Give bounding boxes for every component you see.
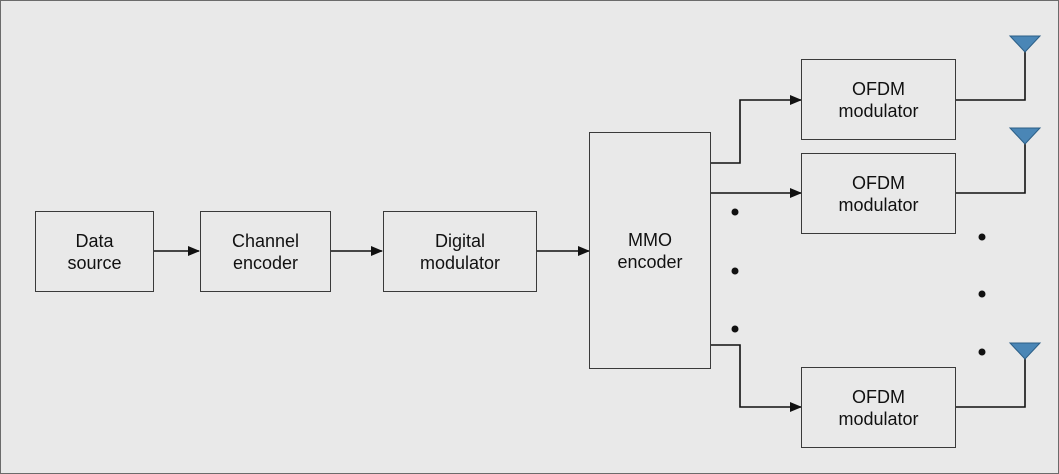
ellipsis-dot	[731, 267, 739, 275]
ofdm-modulator-n-line2: modulator	[838, 408, 919, 429]
channel-encoder-line2: encoder	[232, 252, 299, 273]
ofdm-modulator-1-line1: OFDM	[852, 78, 905, 99]
ellipsis-dot	[731, 325, 739, 333]
wire-ofdm-n-to-antenna	[956, 358, 1026, 408]
wire-ofdm-2-to-antenna	[956, 143, 1026, 194]
ellipsis-dot	[731, 208, 739, 216]
digital-modulator-line2: modulator	[419, 252, 501, 273]
arrow-mimo-to-ofdm-1	[711, 95, 802, 164]
ofdm-modulator-n-line1: OFDM	[852, 386, 905, 407]
data-source-block: Data source	[35, 211, 154, 292]
mimo-encoder-block: MMO encoder	[589, 132, 711, 369]
antenna-icon	[1008, 35, 1042, 53]
digital-modulator-line1: Digital	[434, 230, 486, 251]
mimo-encoder-line1: MMO	[628, 229, 672, 250]
ofdm-modulator-2-line2: modulator	[838, 194, 919, 215]
antenna-icon	[1008, 127, 1042, 145]
data-source-line2: source	[67, 252, 122, 273]
wire-ofdm-1-to-antenna	[956, 51, 1026, 101]
ofdm-modulator-n-block: OFDM modulator	[801, 367, 956, 448]
ofdm-modulator-1-line2: modulator	[838, 100, 919, 121]
ellipsis-dot	[978, 290, 986, 298]
ofdm-modulator-2-line1: OFDM	[852, 172, 905, 193]
ofdm-modulator-1-block: OFDM modulator	[801, 59, 956, 140]
data-source-line1: Data	[75, 230, 114, 251]
channel-encoder-line1: Channel	[231, 230, 300, 251]
digital-modulator-block: Digital modulator	[383, 211, 537, 292]
ellipsis-dot	[978, 233, 986, 241]
channel-encoder-block: Channel encoder	[200, 211, 331, 292]
mimo-encoder-line2: encoder	[617, 251, 683, 272]
arrow-mimo-to-ofdm-n	[711, 344, 802, 412]
antenna-icon	[1008, 342, 1042, 360]
ofdm-modulator-2-block: OFDM modulator	[801, 153, 956, 234]
ellipsis-dot	[978, 348, 986, 356]
